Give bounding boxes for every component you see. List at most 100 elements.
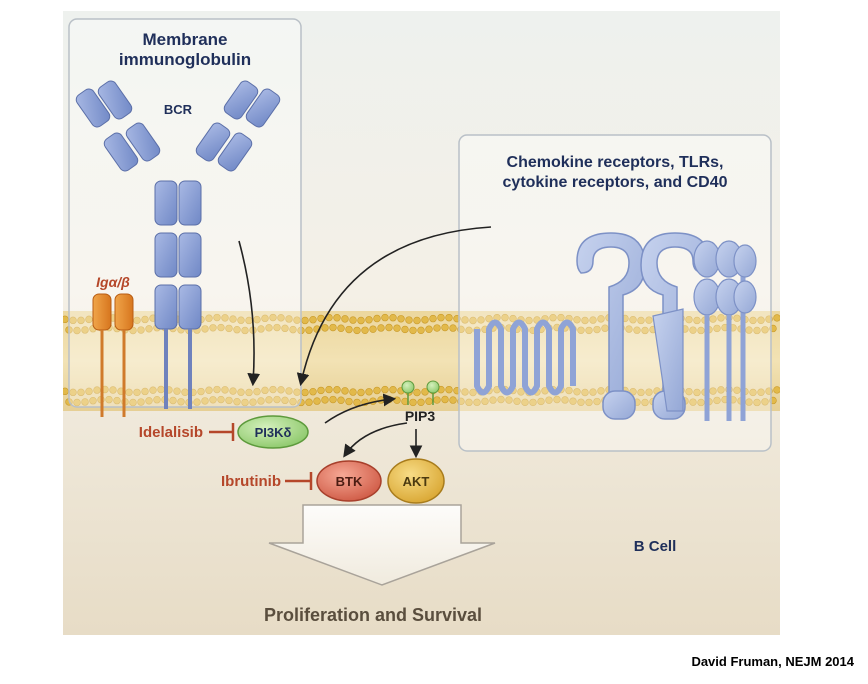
lipid-head: [761, 326, 769, 334]
lipid-head: [477, 316, 485, 324]
lipid-head: [529, 398, 537, 407]
lipid-head: [749, 316, 757, 325]
lipid-head: [521, 398, 529, 407]
lipid-head: [249, 398, 257, 406]
lipid-head: [425, 325, 433, 333]
panel-title-line1: Membrane: [142, 30, 227, 49]
lipid-head: [433, 324, 441, 332]
lipid-head: [193, 398, 201, 406]
lipid-head: [209, 396, 217, 404]
lipid-head: [357, 316, 365, 325]
lipid-head: [517, 388, 525, 396]
lipid-head: [353, 398, 361, 407]
lipid-head: [225, 396, 233, 405]
lipid-head: [353, 326, 361, 335]
lipid-head: [245, 388, 253, 397]
lipid-head: [569, 397, 577, 405]
lipid-head: [265, 324, 273, 332]
bcr-transmembrane-tails: [164, 329, 192, 409]
lipid-head: [421, 388, 429, 396]
lipid-head: [637, 316, 645, 325]
lipid-head: [449, 396, 457, 404]
lipid-head: [709, 387, 717, 395]
lipid-head: [261, 314, 269, 323]
cytokine-receptor-small: [652, 308, 684, 412]
lipid-head: [257, 397, 265, 405]
lipid-head: [585, 326, 593, 335]
lipid-head: [141, 315, 149, 324]
ibrutinib-inhibition-bar: [285, 472, 313, 490]
lipid-head: [561, 396, 569, 404]
lipid-head: [301, 316, 309, 325]
lipid-head: [469, 388, 477, 397]
lipid-head: [273, 395, 281, 404]
lipid-head: [413, 388, 421, 397]
lipid-head: [413, 316, 421, 325]
lipid-head: [465, 398, 473, 407]
lipid-head: [461, 316, 469, 324]
lipid-head: [417, 398, 425, 407]
lipid-head: [201, 397, 209, 405]
lipid-head: [753, 326, 761, 335]
lipid-head: [409, 398, 417, 407]
lipid-head: [441, 323, 449, 332]
lipid-head: [149, 386, 157, 394]
idelalisib-label: Idelalisib: [139, 424, 203, 441]
arrow-pi3k-to-pip3: [324, 393, 397, 424]
lipid-head: [309, 316, 317, 324]
lipid-head: [89, 397, 97, 405]
lipid-head: [429, 314, 437, 323]
lipid-head: [233, 325, 241, 334]
lipid-head: [513, 397, 521, 405]
lipid-head: [501, 313, 509, 322]
lipid-head: [213, 313, 221, 322]
lipid-head: [321, 396, 329, 404]
lipid-head: [565, 386, 573, 395]
lipid-head: [553, 395, 561, 404]
lipid-head: [277, 314, 285, 322]
lipid-head: [461, 388, 469, 396]
lipid-head: [173, 387, 181, 395]
lipid-head: [381, 385, 389, 394]
lipid-head: [525, 316, 533, 325]
lipid-head: [373, 314, 381, 323]
lipid-head: [229, 315, 237, 323]
lipid-head: [473, 398, 481, 407]
lipid-head: [257, 325, 265, 333]
lipid-head: [337, 324, 345, 332]
lipid-head: [757, 316, 765, 324]
lipid-head: [549, 314, 557, 322]
lipid-head: [237, 388, 245, 396]
lipid-head: [325, 385, 333, 394]
lipid-head: [773, 314, 780, 322]
pip3-molecules: [401, 380, 440, 405]
lipid-head: [637, 388, 645, 397]
lipid-head: [85, 315, 93, 324]
lipid-head: [73, 398, 81, 407]
lipid-head: [345, 325, 353, 334]
lipid-head: [717, 386, 725, 394]
lipid-head: [449, 324, 457, 332]
lipid-head: [317, 386, 325, 395]
lipid-head: [481, 397, 489, 406]
b-cell-signaling-diagram: Membrane immunoglobulin BCR Igα/β: [63, 11, 780, 635]
lipid-head: [485, 314, 493, 323]
lipid-head: [253, 387, 261, 396]
lipid-head: [105, 395, 113, 404]
lipid-head: [225, 324, 233, 333]
lipid-head: [693, 388, 701, 397]
lipid-head: [625, 325, 633, 333]
lipid-head: [745, 398, 753, 406]
chemokine-title-line1: Chemokine receptors, TLRs,: [507, 154, 724, 171]
idelalisib-inhibition-bar: [209, 423, 235, 441]
lipid-head: [389, 386, 397, 394]
lipid-head: [445, 313, 453, 322]
lipid-head: [77, 388, 85, 397]
lipid-head: [253, 315, 261, 324]
lipid-head: [237, 316, 245, 324]
lipid-head: [633, 326, 641, 334]
pi3k-label: PI3Kδ: [255, 425, 292, 440]
lipid-head: [573, 316, 581, 324]
lipid-head: [645, 388, 653, 396]
lipid-head: [241, 326, 249, 335]
